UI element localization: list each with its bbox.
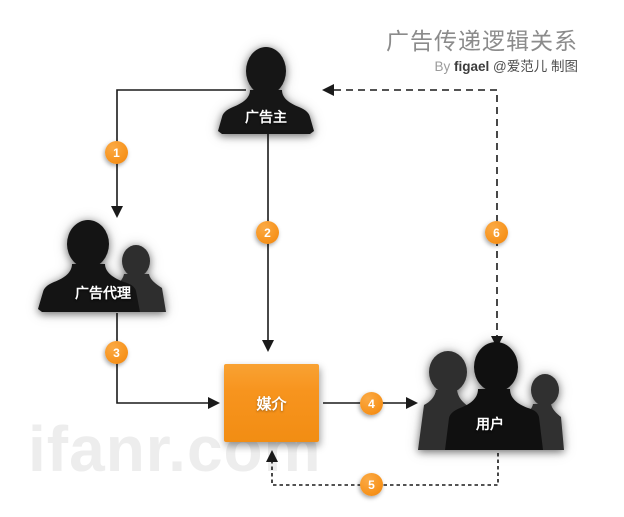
arrow-6-users-to-advertiser-dashed [322,84,503,348]
byline-author: figael [454,59,490,74]
arrow-1-advertiser-to-agency [111,89,246,218]
arrow-3-agency-to-media [116,313,220,409]
users-label: 用户 [476,416,504,432]
agency-label: 广告代理 [75,285,131,301]
step-badge-4: 4 [360,392,383,415]
byline-credit: @爱范儿 制图 [493,59,578,74]
diagram-title: 广告传递逻辑关系 [386,28,578,54]
byline: By figael @爱范儿 制图 [434,55,578,75]
media-box: 媒介 [224,364,319,442]
advertiser-label: 广告主 [245,109,287,125]
agency-silhouette-icon [38,220,166,312]
users-silhouette-icon [418,342,564,450]
step-badge-6: 6 [485,221,508,244]
step-badge-5: 5 [360,473,383,496]
byline-by: By [434,59,451,74]
arrow-5-users-to-media-dashed [266,450,499,486]
media-label: 媒介 [256,395,287,413]
step-badge-3: 3 [105,341,128,364]
advertiser-silhouette-icon [218,47,314,134]
step-badge-2: 2 [256,221,279,244]
step-badge-1: 1 [105,141,128,164]
